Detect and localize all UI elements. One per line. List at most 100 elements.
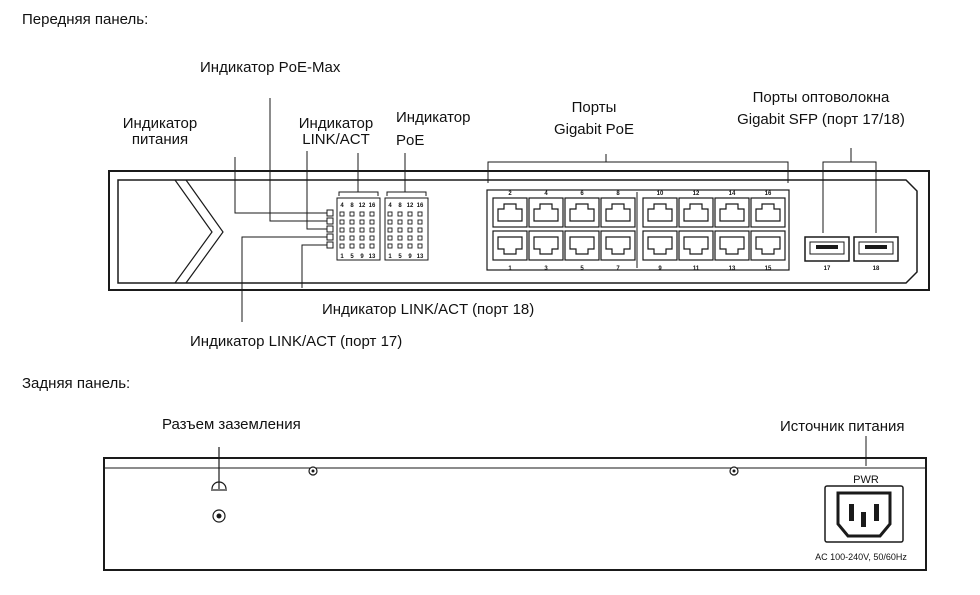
link-bottom-label: 5 (350, 254, 354, 260)
led-icon (359, 243, 365, 249)
led-icon (359, 219, 365, 225)
led-icon (359, 211, 365, 217)
front-panel-heading: Передняя панель: (22, 11, 148, 28)
poe-bottom-label: 9 (408, 254, 412, 260)
sfp-number: 17 (824, 266, 831, 272)
callout-gigabit-poe-line2: Gigabit PoE (554, 121, 634, 138)
led-icon (339, 219, 345, 225)
led-icon (417, 235, 423, 241)
port-number-bottom: 5 (580, 266, 584, 272)
rj45-top-numbers: 2 4 6 8 10 12 14 16 (508, 191, 772, 197)
callout-gigabit-poe-line1: Порты (572, 99, 617, 116)
link-top-label: 12 (359, 203, 366, 209)
led-icon (359, 227, 365, 233)
status-led-column (326, 209, 334, 249)
led-icon (387, 243, 393, 249)
rj45-port-block (486, 189, 790, 271)
led-icon (349, 211, 355, 217)
link-act-led-matrix: 4 8 12 16 1 5 9 13 (336, 197, 381, 261)
rear-panel-heading: Задняя панель: (22, 375, 130, 392)
rj45-port-icon (642, 197, 678, 228)
callout-power-led-line2: питания (132, 131, 188, 148)
status-led-icon (326, 233, 334, 241)
rj45-port-icon (564, 197, 600, 228)
port-number-top: 8 (616, 191, 620, 197)
rj45-port-icon (750, 197, 786, 228)
link-top-label: 16 (369, 203, 376, 209)
rj45-port-icon (714, 197, 750, 228)
poe-bottom-labels: 1 5 9 13 (388, 254, 424, 260)
led-icon (397, 243, 403, 249)
led-icon (417, 211, 423, 217)
poe-bottom-label: 13 (417, 254, 424, 260)
led-icon (339, 243, 345, 249)
led-icon (417, 227, 423, 233)
callout-sfp-line2: Gigabit SFP (порт 17/18) (737, 111, 905, 128)
rj45-port-icon (600, 197, 636, 228)
port-number-top: 14 (729, 191, 736, 197)
port-number-bottom: 3 (544, 266, 548, 272)
led-icon (349, 219, 355, 225)
link-act-bottom-labels: 1 5 9 13 (340, 254, 376, 260)
rj45-port-icon (750, 230, 786, 261)
led-icon (387, 211, 393, 217)
rj45-port-icon (492, 197, 528, 228)
led-icon (407, 243, 413, 249)
callout-sfp-line1: Порты оптоволокна (753, 89, 890, 106)
port-number-top: 4 (544, 191, 548, 197)
led-icon (369, 243, 375, 249)
callout-link-act-18: Индикатор LINK/ACT (порт 18) (322, 301, 534, 318)
led-icon (349, 227, 355, 233)
callout-poe-led: Индикатор PoE (396, 109, 471, 149)
callout-poe-led-line2: PoE (396, 132, 424, 149)
status-led-icon (326, 225, 334, 233)
ground-terminal-icon (212, 509, 226, 523)
led-icon (417, 219, 423, 225)
port-number-top: 16 (765, 191, 772, 197)
port-number-top: 6 (580, 191, 584, 197)
led-icon (407, 211, 413, 217)
port-number-bottom: 7 (616, 266, 620, 272)
rj45-port-grid (492, 197, 786, 261)
poe-top-label: 12 (407, 203, 414, 209)
led-icon (417, 243, 423, 249)
rj45-port-icon (600, 230, 636, 261)
link-act-top-labels: 4 8 12 16 (340, 203, 376, 209)
sfp-port-17 (804, 236, 850, 262)
led-icon (407, 227, 413, 233)
rj45-port-icon (528, 230, 564, 261)
callout-gigabit-poe-ports: Порты Gigabit PoE (554, 99, 634, 138)
rj45-port-icon (642, 230, 678, 261)
led-icon (339, 211, 345, 217)
power-socket-icon (824, 485, 904, 543)
callout-ground: Разъем заземления (162, 416, 301, 433)
led-icon (387, 235, 393, 241)
link-act-led-grid (339, 211, 375, 249)
link-top-label: 8 (350, 203, 354, 209)
ground-symbol-icon (211, 447, 227, 491)
callout-power-source: Источник питания (780, 418, 905, 435)
callout-power-led-line1: Индикатор (123, 115, 198, 132)
led-icon (369, 227, 375, 233)
poe-top-labels: 4 8 12 16 (388, 203, 424, 209)
pwr-label: PWR (853, 474, 879, 486)
poe-top-label: 8 (398, 203, 402, 209)
rj45-port-icon (528, 197, 564, 228)
poe-top-label: 4 (388, 203, 392, 209)
led-icon (369, 211, 375, 217)
led-icon (359, 235, 365, 241)
led-icon (397, 219, 403, 225)
sfp-port-18 (853, 236, 899, 262)
callout-link-act-led-line2: LINK/ACT (302, 131, 370, 148)
led-icon (369, 235, 375, 241)
led-icon (339, 235, 345, 241)
port-number-bottom: 1 (508, 266, 512, 272)
link-bottom-label: 13 (369, 254, 376, 260)
screw-icon (729, 466, 739, 476)
led-icon (349, 235, 355, 241)
rj45-bottom-numbers: 1 3 5 7 9 11 13 15 (508, 266, 772, 272)
power-rating-label: AC 100-240V, 50/60Hz (815, 552, 907, 562)
callout-power-led: Индикатор питания (123, 115, 198, 148)
status-led-icon (326, 241, 334, 249)
rj45-port-icon (492, 230, 528, 261)
